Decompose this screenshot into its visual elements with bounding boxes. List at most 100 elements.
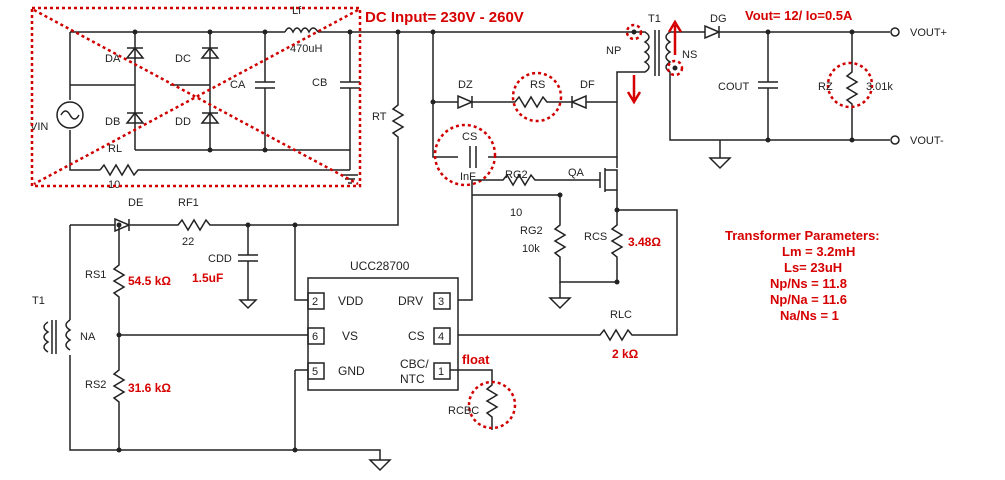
pin-6-box — [307, 327, 325, 345]
label-lf: Lf — [292, 5, 302, 17]
label-vout-minus: VOUT- — [910, 135, 944, 147]
pin-4-box — [433, 327, 451, 345]
diode-de — [114, 217, 131, 233]
pin-drv-num: 3 — [438, 296, 444, 308]
ic-ucc28700 — [307, 277, 459, 391]
capacitor-cs — [469, 146, 477, 168]
label-dd: DD — [175, 116, 191, 128]
label-rlc-value: 2 kΩ — [612, 347, 639, 361]
diode-dg — [704, 24, 721, 40]
arrow-up-icon — [667, 19, 683, 55]
label-t1: T1 — [648, 13, 661, 25]
label-rf1: RF1 — [178, 197, 199, 209]
label-rg2-a: RG2 — [505, 169, 528, 181]
terminal-vout-minus — [890, 135, 900, 145]
capacitor-cdd — [238, 225, 258, 310]
diode-df — [570, 94, 587, 110]
label-rz-value: 3.01k — [866, 81, 893, 93]
label-de: DE — [128, 197, 143, 209]
label-ca: CA — [230, 79, 246, 91]
diode-da — [125, 46, 145, 59]
pin-vdd-label: VDD — [338, 294, 364, 308]
pin-cbc-num: 1 — [438, 366, 444, 378]
secondary-winding-ns — [665, 31, 890, 141]
resistor-rg2-10k — [472, 194, 617, 283]
label-rs1: RS1 — [85, 269, 106, 281]
pin-vdd-num: 2 — [312, 296, 318, 308]
pin-gnd-label: GND — [338, 364, 365, 378]
aux-winding-na — [65, 319, 72, 351]
transformer-param-npns: Np/Ns = 11.8 — [770, 276, 847, 291]
label-da: DA — [105, 53, 121, 65]
ground-symbol-main — [69, 225, 392, 472]
label-rz: RZ — [818, 81, 833, 93]
terminal-vout-plus — [890, 27, 900, 37]
label-rs2: RS2 — [85, 379, 106, 391]
label-dg: DG — [710, 13, 727, 25]
label-dc: DC — [175, 53, 191, 65]
pin-cs-num: 4 — [438, 331, 444, 343]
label-rg2-a-value: 10 — [510, 207, 522, 219]
pin-gnd-num: 5 — [312, 366, 318, 378]
input-rectifier-section: DA DB DC DD CA CB Lf 470uH VIN RL 10 — [30, 5, 620, 191]
annotation-circle-rz — [826, 61, 874, 109]
label-rl: RL — [108, 143, 122, 155]
label-rlc: RLC — [610, 309, 632, 321]
ac-source-icon — [56, 101, 84, 129]
aux-winding-core — [43, 321, 50, 353]
dc-input-label: DC Input= 230V - 260V — [365, 9, 524, 26]
transformer-param-npna: Np/Na = 11.6 — [770, 292, 847, 307]
mosfet-qa — [458, 157, 618, 301]
label-dz: DZ — [458, 79, 473, 91]
pin-5-box — [307, 362, 325, 380]
label-cs-value: InF — [460, 171, 476, 183]
ground-symbol-output — [708, 140, 732, 170]
label-na: NA — [80, 331, 96, 343]
label-qa: QA — [568, 167, 585, 179]
zener-dz — [457, 94, 474, 110]
pin-drv-label: DRV — [398, 294, 423, 308]
ic-name: UCC28700 — [350, 259, 410, 273]
label-vout-plus: VOUT+ — [910, 27, 947, 39]
label-vin: VIN — [30, 121, 48, 133]
transformer-param-nans: Na/Ns = 1 — [780, 308, 839, 323]
diode-dd — [200, 111, 220, 124]
transformer-param-lm: Lm = 3.2mH — [782, 244, 855, 259]
resistor-rz — [845, 32, 859, 140]
label-df: DF — [580, 79, 595, 91]
label-cout: COUT — [718, 81, 749, 93]
pin-3-box — [433, 292, 451, 310]
arrow-down-icon — [626, 75, 642, 105]
annotation-circle-rs — [511, 71, 563, 123]
primary-winding-np — [616, 31, 650, 102]
annotation-circle-rcbc — [467, 380, 517, 430]
label-float: float — [462, 352, 490, 367]
label-rg2-b: RG2 — [520, 225, 543, 237]
label-rs1-value: 54.5 kΩ — [128, 274, 171, 288]
label-rf1-value: 22 — [182, 236, 194, 248]
pin-vs-num: 6 — [312, 331, 318, 343]
pin-cbc-label1: CBC/ — [400, 357, 429, 371]
capacitor-cb — [340, 32, 360, 170]
resistor-rs2 — [112, 335, 126, 450]
label-lf-value: 470uH — [290, 43, 322, 55]
label-rcbc: RCBC — [448, 405, 479, 417]
transformer-param-ls: Ls= 23uH — [784, 260, 842, 275]
label-rt: RT — [372, 111, 387, 123]
capacitor-cout — [758, 32, 778, 140]
annotation-circle-cs — [433, 123, 497, 187]
vout-label: Vout= 12/ Io=0.5A — [745, 8, 853, 23]
label-rg2-b-value: 10k — [522, 243, 540, 255]
label-cdd-value: 1.5uF — [192, 271, 223, 285]
label-rs: RS — [530, 79, 545, 91]
label-rs2-value: 31.6 kΩ — [128, 381, 171, 395]
pin-vs-label: VS — [342, 329, 358, 343]
pin-cbc-label2: NTC — [400, 372, 425, 386]
label-cdd: CDD — [208, 253, 232, 265]
pin-2-box — [307, 292, 325, 310]
inductor-lf — [284, 27, 319, 34]
resistor-rcbc — [450, 369, 499, 430]
crossed-out-box — [30, 6, 362, 188]
diode-db — [125, 111, 145, 124]
